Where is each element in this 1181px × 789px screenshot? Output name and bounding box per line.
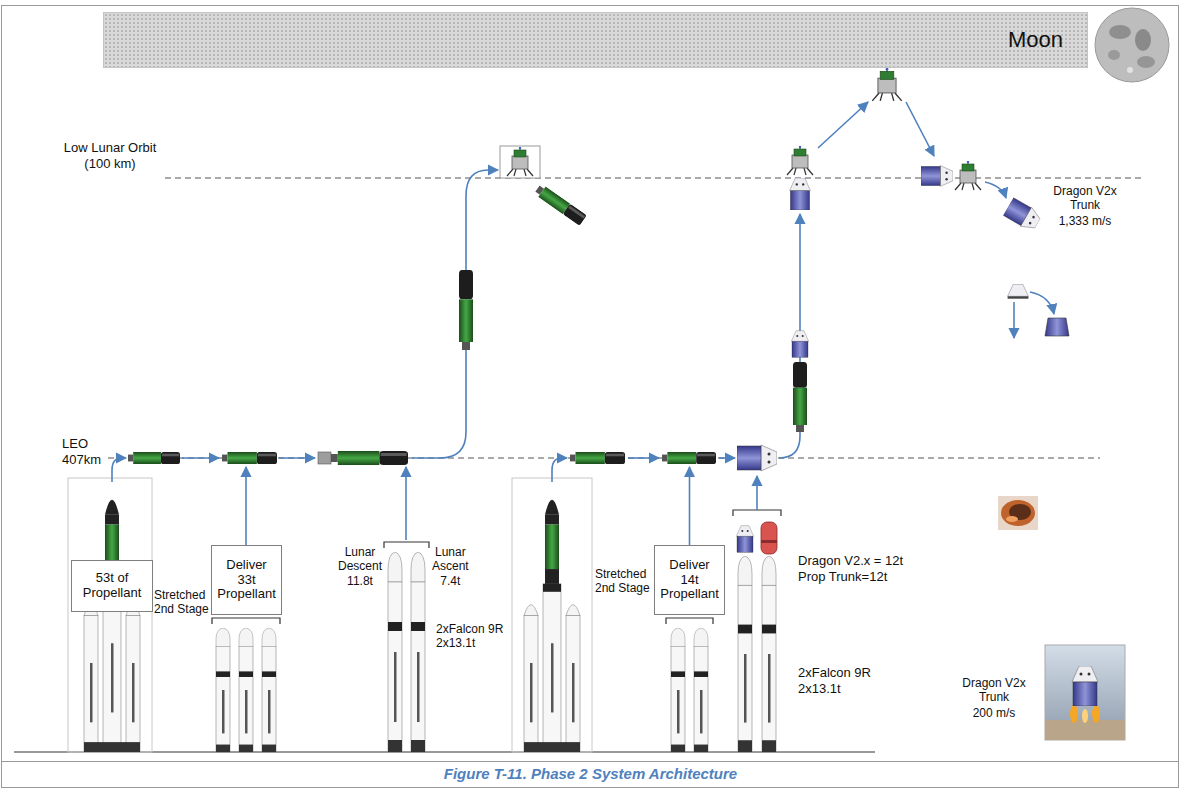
vehicle-label: Stretched 2nd Stage: [154, 588, 212, 617]
lander-icon: [787, 146, 813, 175]
propellant-box: Deliver 14t Propellant: [654, 545, 725, 615]
payload-label: Lunar Descent 11.8t: [338, 545, 382, 588]
region-label: Moon: [1008, 27, 1063, 52]
propellant-stage: [128, 452, 180, 464]
dragon-capsule: [791, 331, 808, 358]
reentry-image: [998, 496, 1038, 530]
group-bracket: [212, 510, 781, 624]
moon-band: Moon: [103, 12, 1088, 68]
vehicle-label: Stretched 2nd Stage: [595, 567, 653, 596]
falcon-heavy: [84, 500, 140, 752]
spent-stage: [534, 183, 587, 226]
propellant-box: Deliver 33t Propellant: [211, 545, 282, 615]
moon-image: [1095, 8, 1169, 82]
figure-frame: [2, 6, 1179, 788]
box-label: Deliver 33t Propellant: [217, 558, 276, 603]
delta-v-label: 1,333 m/s: [1050, 214, 1120, 228]
dragon-capsule: [1008, 284, 1029, 298]
box-label: 53t of Propellant: [77, 571, 147, 601]
image-frame: [500, 146, 540, 178]
low-lunar-orbit-line: [165, 178, 1145, 179]
dragon-capsule: [1003, 197, 1043, 233]
box-label: Deliver 14t Propellant: [660, 558, 719, 603]
orbit-label: Low Lunar Orbit (100 km): [58, 140, 162, 171]
propellant-stage: [222, 452, 277, 464]
launcher-label: 2xFalcon 9R 2x13.1t: [436, 622, 514, 651]
caption-divider: [2, 761, 1179, 762]
falcon-9-group: [388, 552, 425, 752]
payload-label: Lunar Ascent 7.4t: [432, 545, 469, 588]
ascent-stage: [955, 161, 981, 190]
falcon-9-group: [216, 628, 276, 752]
propellant-stage: [570, 452, 625, 464]
transfer-stack: [793, 362, 807, 432]
payload-label: Dragon V2.x = 12t Prop Trunk=12t: [798, 553, 916, 584]
delta-v-label: 200 m/s: [958, 706, 1030, 720]
launcher-label: 2xFalcon 9R 2x13.1t: [798, 665, 884, 696]
lander-icon: [507, 147, 533, 176]
falcon-9-group: [671, 628, 708, 752]
transfer-stack: [459, 270, 473, 350]
lander-on-moon: [872, 68, 901, 101]
image-frame: [512, 478, 592, 752]
falcon-heavy: [524, 500, 580, 752]
vehicle-label: Dragon V2x Trunk: [958, 676, 1030, 705]
dragon-capsule: [737, 445, 777, 471]
image-frame: [68, 478, 152, 752]
trunk: [1045, 318, 1069, 336]
propellant-stage: [662, 452, 716, 464]
vehicle-label: Dragon V2x Trunk: [1050, 184, 1120, 213]
figure-caption: Figure T-11. Phase 2 System Architecture: [0, 765, 1181, 782]
lander-stack: [318, 451, 408, 465]
landing-image: [1045, 645, 1125, 740]
orbit-label: LEO 407km: [62, 436, 101, 467]
dragon-capsule: [790, 178, 811, 210]
falcon-9-group: [736, 522, 777, 752]
flight-path-arrow: [112, 102, 1054, 545]
dragon-capsule: [921, 166, 953, 187]
propellant-box: 53t of Propellant: [71, 560, 153, 612]
